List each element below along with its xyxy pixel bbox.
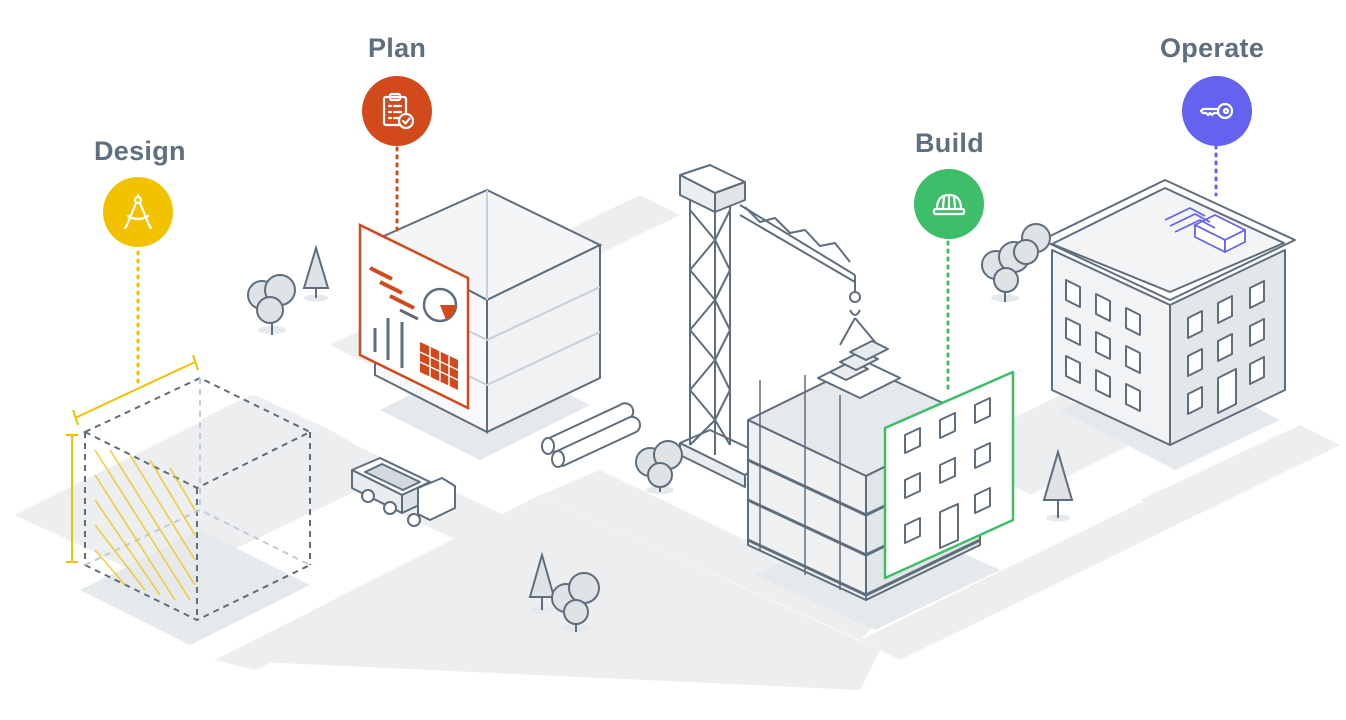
design-badge [103, 177, 173, 247]
tree [1013, 223, 1051, 265]
design-label: Design [94, 136, 186, 166]
tree [247, 274, 296, 335]
build-label: Build [915, 128, 984, 158]
hard-hat-icon [932, 193, 966, 216]
key-icon [1199, 102, 1234, 120]
tree [528, 551, 556, 614]
dump-truck [351, 457, 456, 527]
tree [635, 440, 683, 494]
operate-badge [1182, 76, 1252, 146]
trees [247, 223, 1074, 632]
plan-label: Plan [368, 33, 427, 63]
tree [981, 241, 1030, 302]
clipboard-checklist-icon [382, 92, 415, 130]
tree [302, 244, 330, 302]
tower-crane [679, 164, 881, 488]
operate-finished-building [1041, 179, 1296, 446]
design-wireframe-block [66, 354, 313, 622]
tree [551, 572, 600, 632]
build-badge [914, 169, 984, 239]
plan-glass-block [358, 188, 603, 434]
tree [1042, 448, 1074, 522]
plan-badge [362, 76, 432, 146]
build-construction-site [747, 340, 1015, 601]
operate-label: Operate [1160, 33, 1265, 63]
drafting-compass-icon [123, 193, 153, 230]
pipes [541, 402, 642, 468]
